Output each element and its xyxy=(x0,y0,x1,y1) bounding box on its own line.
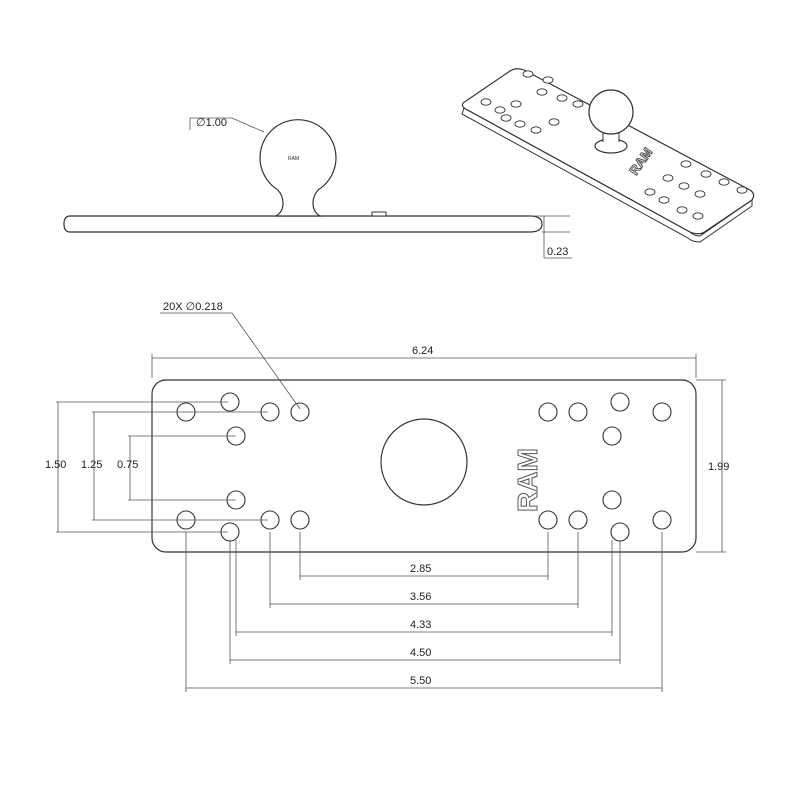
iso-mounting-hole xyxy=(530,126,542,134)
mounting-hole xyxy=(568,402,588,422)
thickness-label: 0.23 xyxy=(547,246,568,258)
center-ball-circle xyxy=(380,418,468,506)
holes-callout-leader xyxy=(231,312,301,410)
iso-mounting-hole xyxy=(542,76,554,84)
iso-mounting-hole xyxy=(494,106,506,114)
mounting-hole xyxy=(568,510,588,530)
iso-mounting-hole xyxy=(736,186,748,194)
iso-mounting-hole xyxy=(514,120,526,128)
mounting-hole xyxy=(602,490,622,510)
side-plate xyxy=(63,215,543,233)
iso-mounting-hole xyxy=(718,178,730,186)
mounting-hole xyxy=(652,402,672,422)
vdim-3-label: 0.75 xyxy=(117,459,138,471)
iso-mounting-hole xyxy=(548,118,560,126)
hdim-4-label: 4.50 xyxy=(410,647,431,659)
hdim-3-label: 4.33 xyxy=(410,619,431,631)
top-view: RAM 20X ∅0.218 6.24 1.99 1.50 1.25 0.75 xyxy=(45,301,729,692)
iso-holes xyxy=(480,70,748,220)
vdim-2-label: 1.25 xyxy=(81,459,102,471)
mounting-hole xyxy=(290,510,310,530)
mounting-hole xyxy=(652,510,672,530)
holes-callout: 20X ∅0.218 xyxy=(163,301,223,313)
iso-mounting-hole xyxy=(700,170,712,178)
vdim-1-label: 1.50 xyxy=(45,459,66,471)
iso-plate-edge xyxy=(461,107,753,243)
mounting-hole xyxy=(602,426,622,446)
iso-ball xyxy=(588,89,634,135)
iso-mounting-hole xyxy=(678,182,690,190)
iso-mounting-hole xyxy=(680,160,692,168)
iso-mounting-hole xyxy=(644,188,656,196)
mounting-hole xyxy=(538,510,558,530)
iso-mounting-hole xyxy=(480,98,492,106)
overall-width-label: 1.99 xyxy=(708,461,729,473)
mounting-hole xyxy=(610,522,630,542)
mounting-hole xyxy=(610,392,630,412)
iso-view: RAM xyxy=(461,68,755,243)
hdim-5-label: 5.50 xyxy=(410,675,431,687)
mounting-hole xyxy=(538,402,558,422)
iso-mounting-hole xyxy=(522,70,534,78)
ball-diameter-label: ∅1.00 xyxy=(196,117,227,129)
hdim-2-label: 3.56 xyxy=(410,591,431,603)
iso-mounting-hole xyxy=(694,190,706,198)
top-logo: RAM xyxy=(512,448,543,512)
iso-mounting-hole xyxy=(510,100,522,108)
iso-mounting-hole xyxy=(500,114,512,122)
overall-length-label: 6.24 xyxy=(412,345,433,357)
side-ball xyxy=(259,119,337,217)
iso-mounting-hole xyxy=(692,212,704,220)
iso-mounting-hole xyxy=(676,206,688,214)
iso-mounting-hole xyxy=(556,94,568,102)
side-view: RAM ∅1.00 0.23 xyxy=(63,117,572,259)
hdim-1-label: 2.85 xyxy=(410,563,431,575)
mounting-hole xyxy=(290,402,310,422)
side-ball-logo: RAM xyxy=(288,156,299,162)
iso-mounting-hole xyxy=(662,174,674,182)
iso-mounting-hole xyxy=(572,100,584,108)
iso-mounting-hole xyxy=(658,196,670,204)
side-nub xyxy=(371,211,387,217)
ball-diameter-leader xyxy=(189,117,265,133)
iso-mounting-hole xyxy=(536,88,548,96)
